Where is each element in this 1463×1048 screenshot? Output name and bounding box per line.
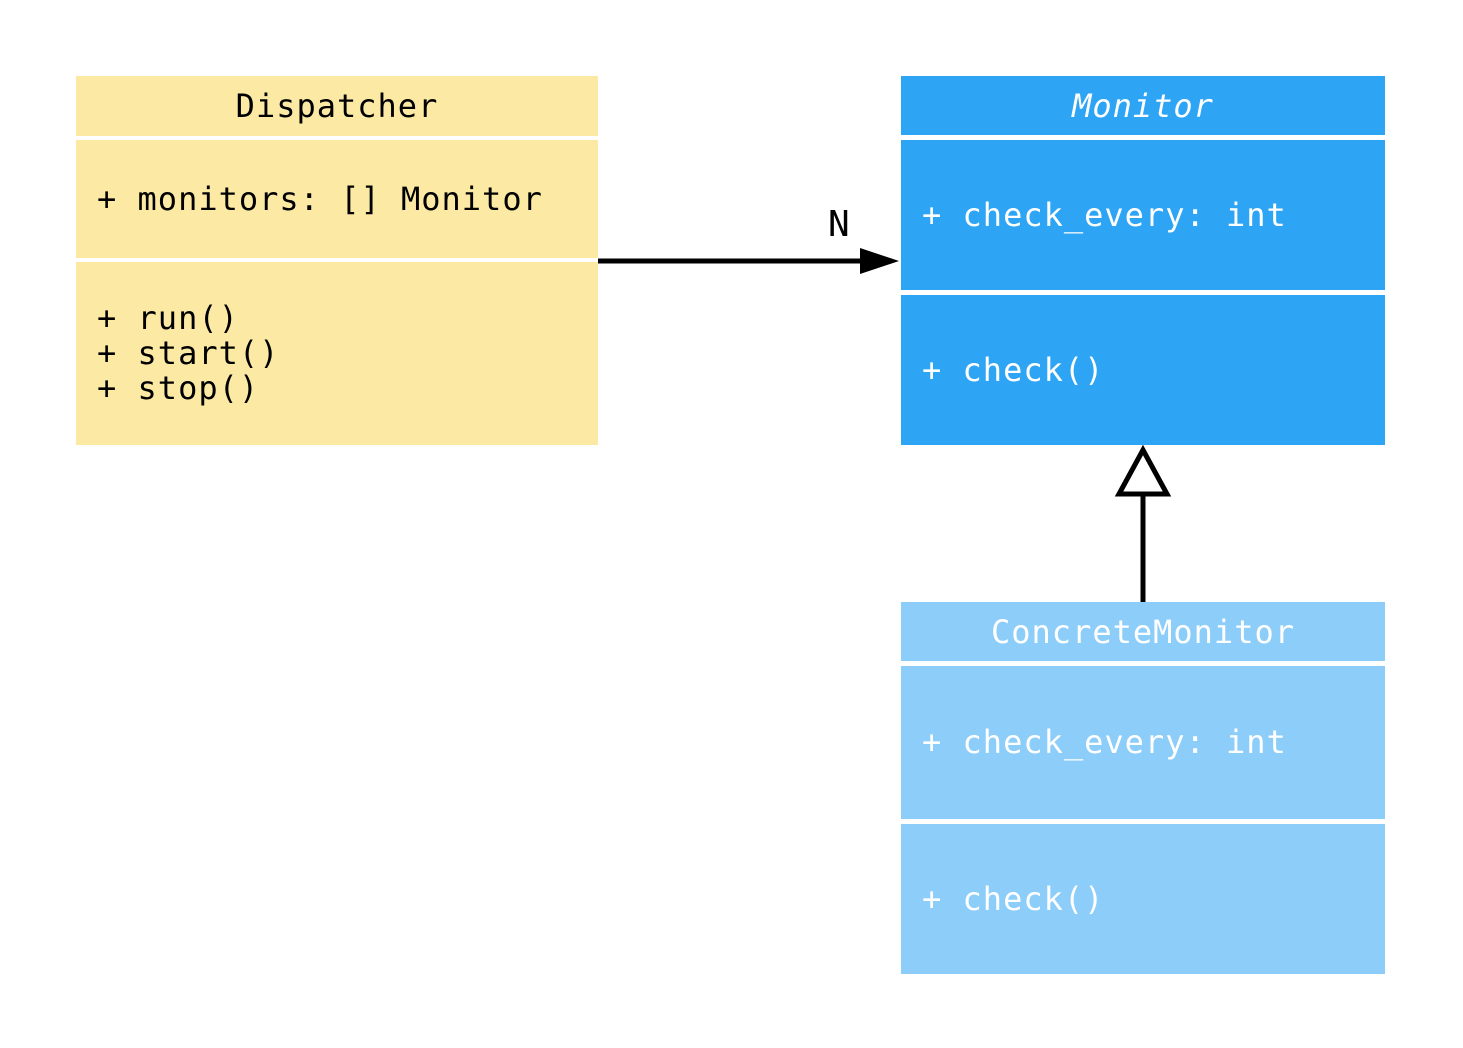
class-box-monitor: Monitor + check_every: int + check() [901,76,1385,445]
method-row: + check() [922,350,1105,389]
class-methods-dispatcher: + run() + start() + stop() [76,262,598,445]
class-title-text: ConcreteMonitor [991,612,1295,651]
class-attributes-dispatcher: + monitors: [] Monitor [76,140,598,258]
class-methods-monitor: + check() [901,295,1385,445]
class-attributes-monitor: + check_every: int [901,140,1385,290]
class-title-monitor: Monitor [901,76,1385,135]
method-row: + stop() [97,369,260,407]
class-title-dispatcher: Dispatcher [76,76,598,136]
class-title-text: Monitor [1072,86,1214,125]
attribute-row: + check_every: int [922,723,1287,761]
class-attributes-concrete-monitor: + check_every: int [901,666,1385,819]
class-methods-concrete-monitor: + check() [901,824,1385,974]
association-arrow-dispatcher-monitor [598,248,899,274]
generalization-triangle-icon [1114,444,1172,497]
method-row: + check() [922,879,1105,918]
attribute-row: + check_every: int [922,195,1287,234]
class-box-concrete-monitor: ConcreteMonitor + check_every: int + che… [901,602,1385,974]
class-title-concrete-monitor: ConcreteMonitor [901,602,1385,661]
attribute-row: + monitors: [] Monitor [97,179,543,218]
generalization-arrow-concrete-monitor-monitor [1114,444,1172,602]
method-row: + start() [97,334,280,372]
class-box-dispatcher: Dispatcher + monitors: [] Monitor + run(… [76,76,598,445]
association-arrowhead-icon [860,248,899,274]
class-title-text: Dispatcher [235,87,439,125]
method-row: + run() [97,299,239,337]
association-multiplicity-label: N [828,204,851,245]
